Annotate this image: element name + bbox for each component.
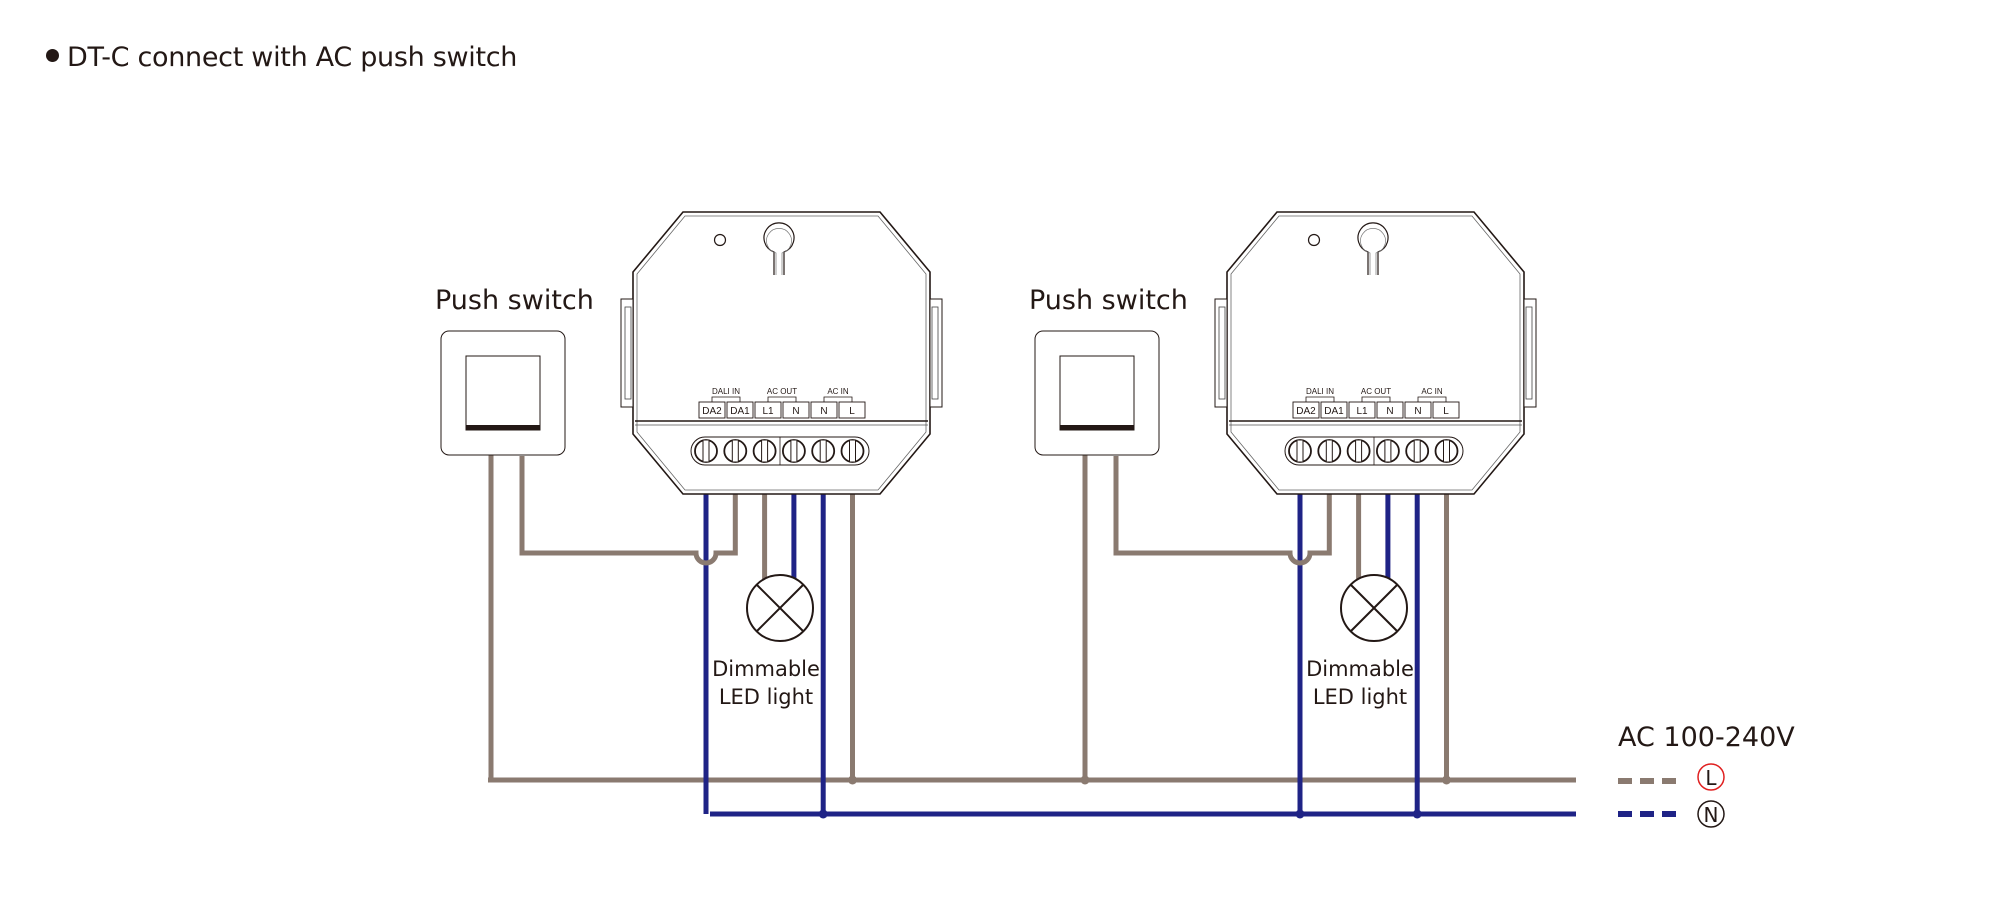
left-clip	[1214, 298, 1228, 408]
screw-slot	[1325, 439, 1333, 463]
terminal-label: N	[1414, 406, 1421, 417]
wire-switch-to-live	[488, 455, 494, 783]
lamp-cross-2	[756, 584, 804, 632]
dt-c-module-1: DALI IN DA2 DA1 AC OUT L1 N AC IN N L Push switch…	[435, 211, 943, 709]
terminal-group-bracket	[1305, 396, 1335, 402]
terminal-label: L1	[762, 406, 774, 417]
terminal-group-label: AC IN	[1421, 387, 1443, 396]
screw-slot	[1355, 439, 1363, 463]
right-clip-inner	[931, 306, 939, 400]
legend-live-symbol: L	[1705, 766, 1717, 790]
terminal-label-box	[1432, 401, 1460, 419]
screw-slot	[1296, 439, 1304, 463]
legend: AC 100-240V L N	[1618, 722, 1795, 828]
push-switch-button	[1059, 355, 1135, 431]
terminal-label: L1	[1356, 406, 1368, 417]
neutral-junction-dot	[1295, 809, 1305, 819]
keyhole-icon	[1357, 222, 1389, 275]
module-housing-inner	[1230, 215, 1521, 491]
push-switch-bar	[1060, 425, 1134, 430]
terminal-group-label: DALI IN	[1306, 387, 1334, 396]
right-clip-inner	[1525, 306, 1533, 400]
live-marker-icon	[1697, 763, 1725, 791]
terminal-group-bracket	[711, 396, 741, 402]
push-switch-bar	[466, 425, 540, 430]
dt-c-module-2: DALI IN DA2 DA1 AC OUT L1 N AC IN N L Push switch…	[1029, 211, 1537, 709]
right-clip	[1523, 298, 1537, 408]
screw-slot	[702, 439, 710, 463]
right-clip	[929, 298, 943, 408]
terminal-label-box	[1404, 401, 1432, 419]
lamp-label-line2: LED light	[719, 685, 813, 709]
terminal-label-box	[754, 401, 782, 419]
terminal-label: DA1	[730, 406, 750, 417]
push-switch-label: Push switch	[1029, 285, 1188, 316]
terminal-group-label: AC OUT	[1361, 387, 1391, 396]
bullet-icon	[46, 49, 59, 62]
screw-slot	[819, 439, 827, 463]
screw-slot	[790, 439, 798, 463]
neutral-junction-dot	[818, 809, 828, 819]
push-switch-button	[465, 355, 541, 431]
diagram-title: DT-C connect with AC push switch	[46, 42, 517, 73]
module-housing-inner	[636, 215, 927, 491]
terminal-label-box	[698, 401, 726, 419]
terminal-label: L	[1443, 406, 1449, 417]
terminal-label-box	[1320, 401, 1348, 419]
push-switch-label: Push switch	[435, 285, 594, 316]
lamp-label-line1: Dimmable	[712, 657, 820, 681]
left-clip-inner	[624, 306, 632, 400]
keyhole-inner	[766, 228, 792, 275]
terminal-label-box	[1348, 401, 1376, 419]
terminal-label: DA2	[1296, 406, 1316, 417]
terminal-label: L	[849, 406, 855, 417]
terminal-group-bracket	[823, 396, 853, 402]
left-clip	[620, 298, 634, 408]
led-indicator-icon	[1307, 233, 1321, 247]
screw-slot	[1413, 439, 1421, 463]
terminal-label: N	[820, 406, 827, 417]
keyhole-inner	[1360, 228, 1386, 275]
lamp-label-line2: LED light	[1313, 685, 1407, 709]
terminal-group-bracket	[1417, 396, 1447, 402]
terminal-label-box	[782, 401, 810, 419]
terminal-label: DA1	[1324, 406, 1344, 417]
screw-slot	[761, 439, 769, 463]
terminal-group-bracket	[767, 396, 797, 402]
terminal-group-bracket	[1361, 396, 1391, 402]
terminal-label-box	[810, 401, 838, 419]
neutral-junction-dot	[1412, 809, 1422, 819]
wire-da1-to-switch	[519, 456, 738, 566]
terminal-group-label: AC IN	[827, 387, 849, 396]
terminal-label-box	[1376, 401, 1404, 419]
terminal-group-label: AC OUT	[767, 387, 797, 396]
wires	[488, 455, 1576, 819]
terminal-label: N	[792, 406, 799, 417]
terminal-label-box	[838, 401, 866, 419]
terminal-group-label: DALI IN	[712, 387, 740, 396]
wire-da1-to-switch	[1113, 456, 1332, 566]
live-junction-dot	[848, 775, 857, 785]
left-clip-inner	[1218, 306, 1226, 400]
modules: DALI IN DA2 DA1 AC OUT L1 N AC IN N L Push switch…	[435, 211, 1537, 709]
live-junction-dot	[1442, 775, 1451, 785]
lamp-cross-2	[1350, 584, 1398, 632]
screw-slot	[1384, 439, 1392, 463]
screw-slot	[731, 439, 739, 463]
screw-slot	[1443, 439, 1450, 463]
terminal-label: N	[1386, 406, 1393, 417]
screw-slot	[849, 439, 856, 463]
live-junction-dot	[1080, 775, 1090, 785]
terminal-label-box	[1292, 401, 1320, 419]
legend-title: AC 100-240V	[1618, 722, 1795, 753]
led-indicator-icon	[713, 233, 727, 247]
terminal-label-box	[726, 401, 754, 419]
legend-neutral-symbol: N	[1704, 803, 1719, 827]
terminal-label: DA2	[702, 406, 722, 417]
lamp-label-line1: Dimmable	[1306, 657, 1414, 681]
keyhole-icon	[763, 222, 795, 275]
neutral-marker-icon	[1697, 800, 1725, 828]
title-text: DT-C connect with AC push switch	[67, 42, 518, 73]
